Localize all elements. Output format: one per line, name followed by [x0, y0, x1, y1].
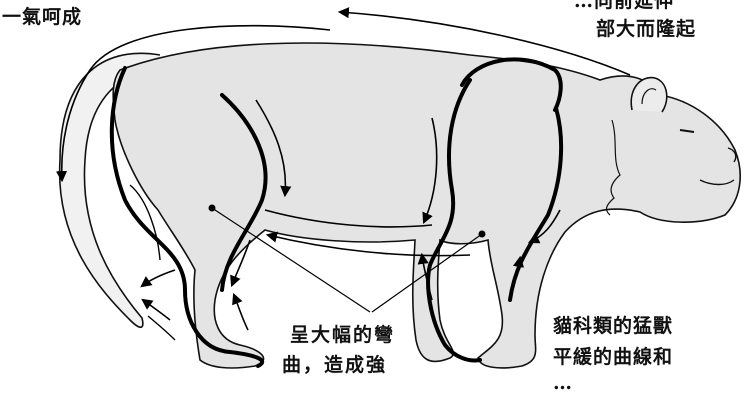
hind-hock-arrow-1 [142, 270, 175, 286]
caption-top-right-line2: 部大而隆起 [596, 14, 696, 41]
hind-hock-arrow-2 [143, 300, 170, 320]
caption-top-right-line1: …向前延伸 [574, 0, 674, 13]
caption-bottom-right-line2: 平緩的曲線和 [553, 342, 673, 369]
diagram-stage: 一氣呵成 …向前延伸 部大而隆起 呈大幅的彎 曲，造成強 貓科類的猛獸 平緩的曲… [0, 0, 746, 381]
caption-bottom-right-line1: 貓科類的猛獸 [553, 311, 673, 338]
hind-shin-arrow-2 [234, 295, 248, 330]
caption-middle-line1: 呈大幅的彎 [290, 320, 395, 347]
hind-paw-arrow [148, 316, 175, 340]
caption-top-left: 一氣呵成 [2, 2, 82, 29]
caption-middle-line2: 曲，造成強 [282, 350, 387, 377]
caption-bottom-right-line3: … [553, 372, 573, 394]
